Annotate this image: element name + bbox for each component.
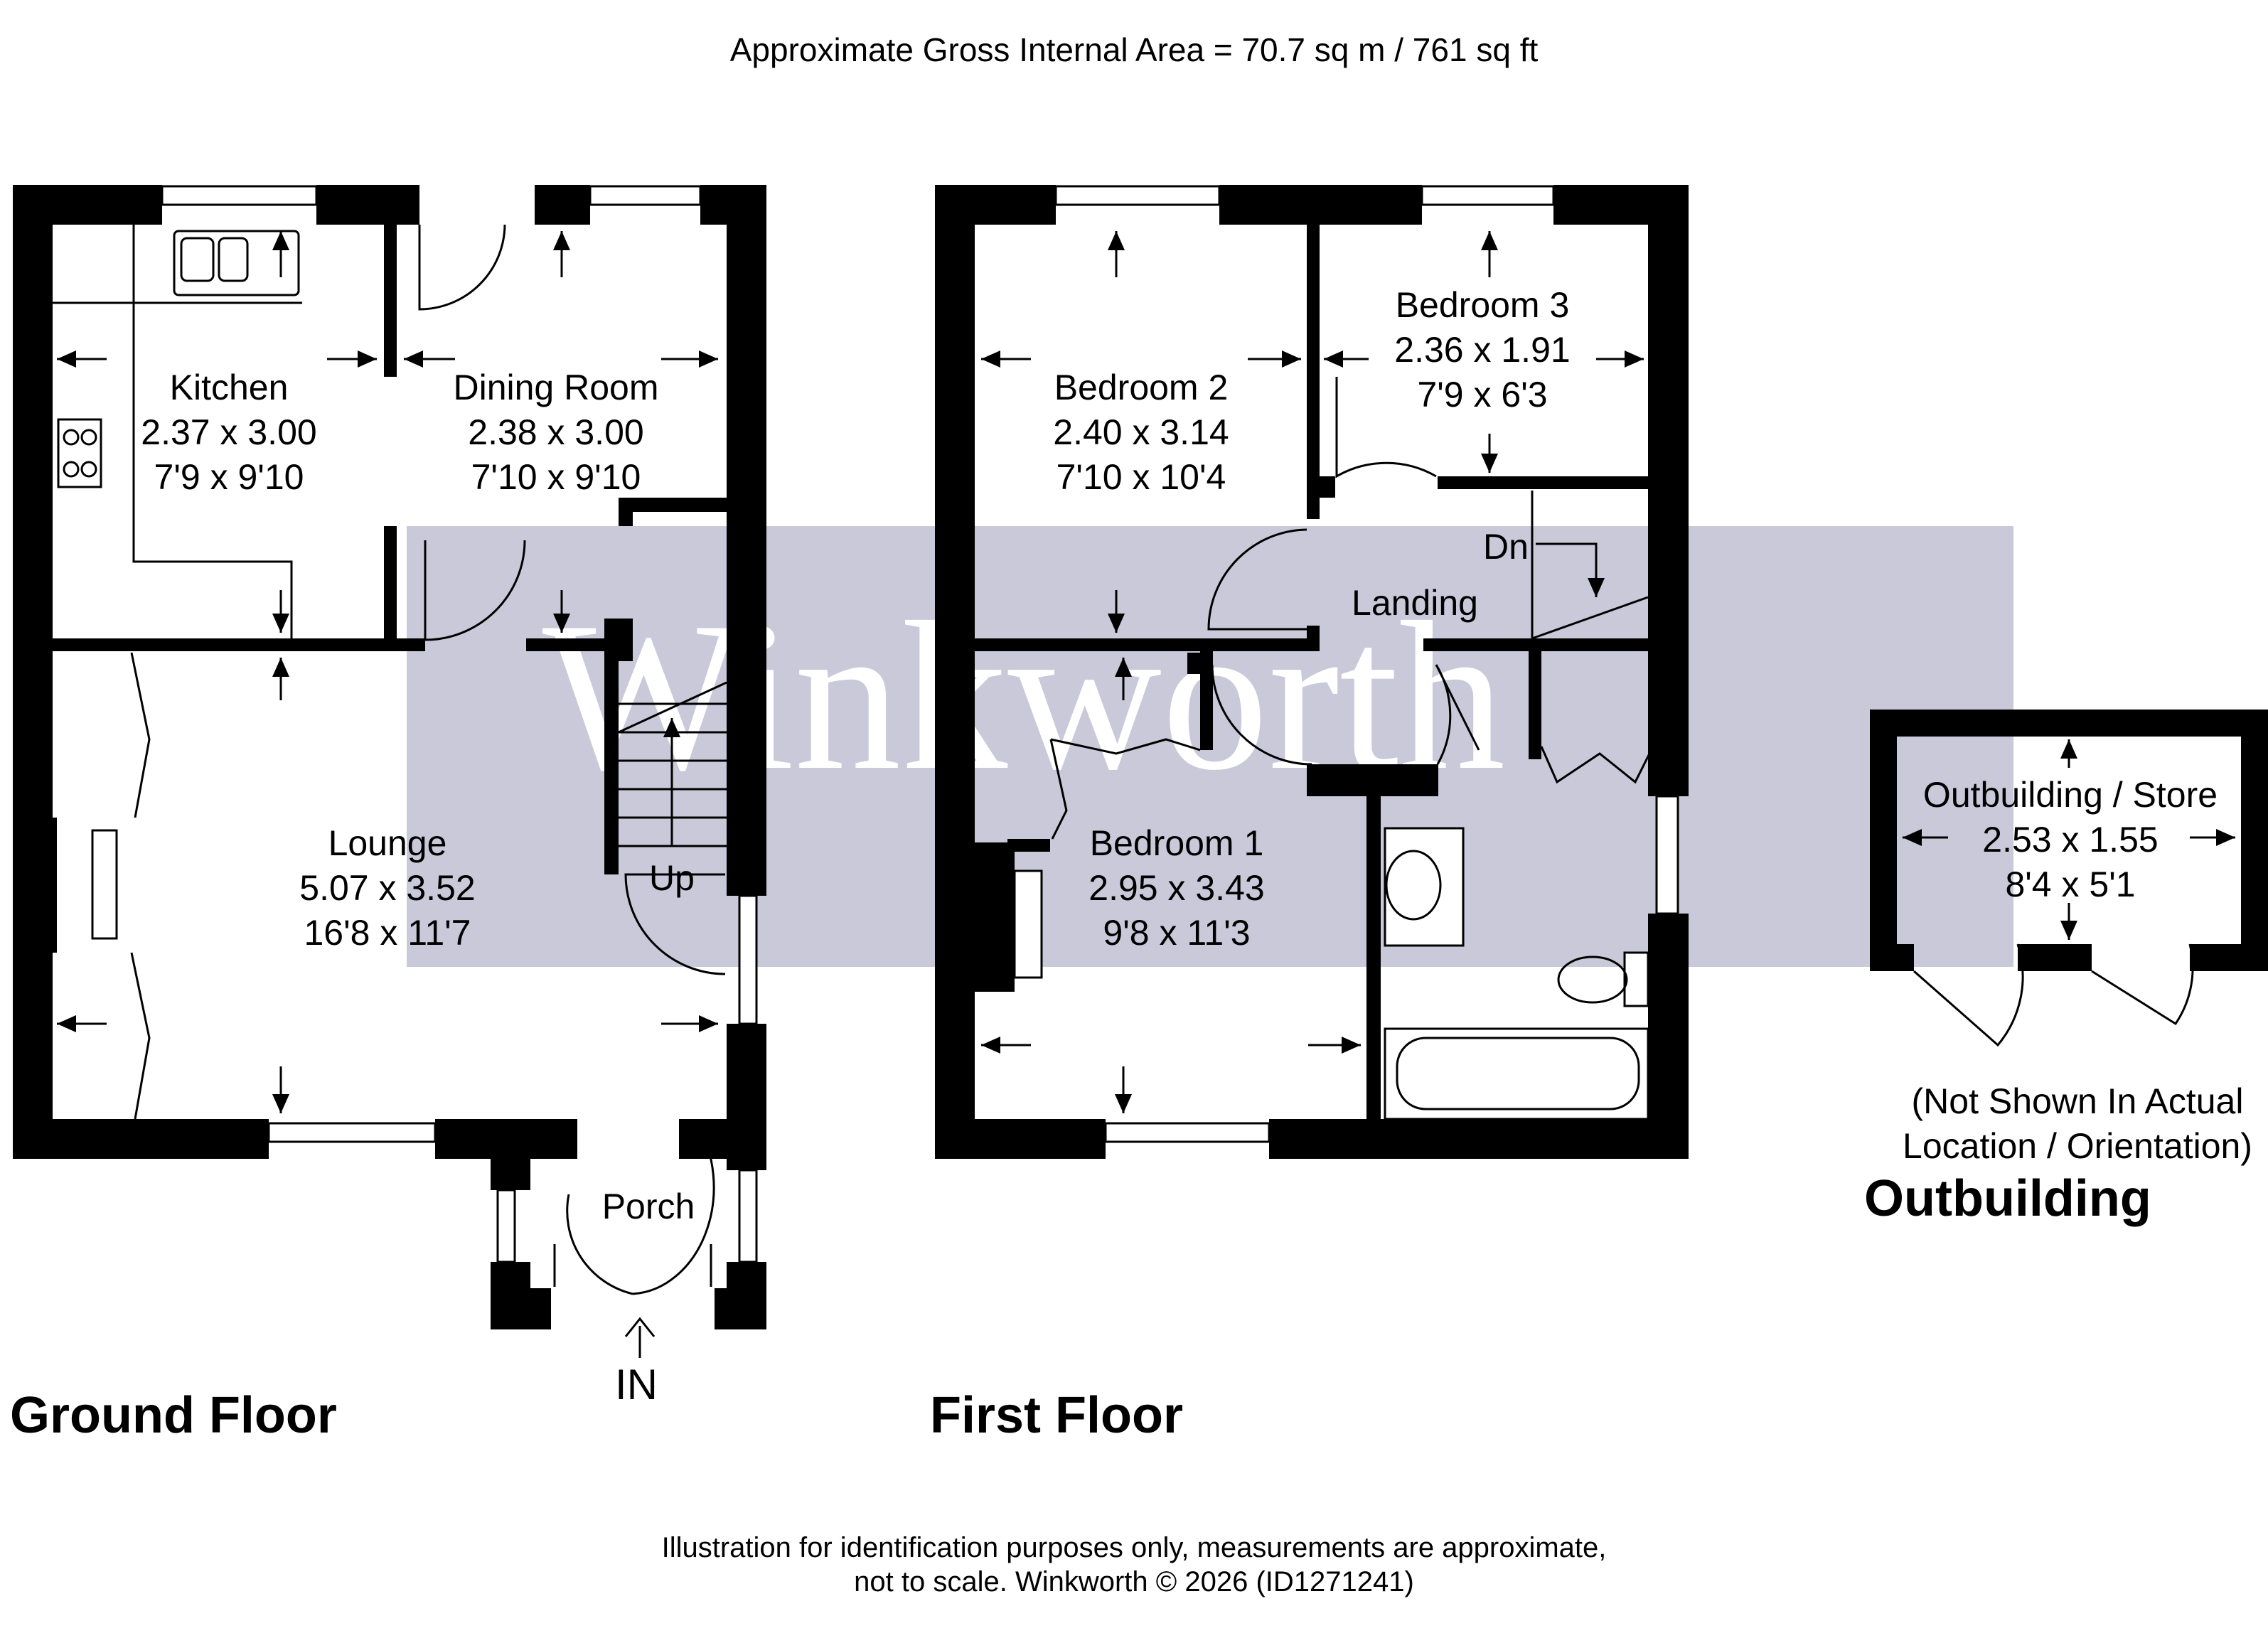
bedroom-3-name: Bedroom 3: [1396, 285, 1570, 325]
lounge-imperial: 16'8 x 11'7: [304, 913, 471, 953]
stairs-up-label: Up: [649, 858, 695, 898]
bedroom-1-imperial: 9'8 x 11'3: [1103, 913, 1250, 953]
lounge-metric: 5.07 x 3.52: [299, 868, 475, 908]
bedroom-3-metric: 2.36 x 1.91: [1394, 330, 1570, 370]
ground-floor-title: Ground Floor: [10, 1387, 337, 1444]
dining-room-imperial: 7'10 x 9'10: [471, 457, 641, 497]
outbuilding-store-name: Outbuilding / Store: [1923, 775, 2218, 815]
ground-floor: [13, 185, 766, 1358]
entrance-label: IN: [615, 1361, 658, 1408]
outbuilding-note-line1: (Not Shown In Actual: [1912, 1081, 2244, 1121]
bedroom-1-name: Bedroom 1: [1090, 823, 1264, 863]
outbuilding-store-imperial: 8'4 x 5'1: [2005, 864, 2135, 904]
bedroom-2-imperial: 7'10 x 10'4: [1057, 457, 1226, 497]
bedroom-2-metric: 2.40 x 3.14: [1053, 412, 1229, 452]
dining-room-metric: 2.38 x 3.00: [468, 412, 643, 452]
first-floor: [935, 185, 1689, 1159]
landing-name: Landing: [1352, 583, 1478, 623]
bedroom-1-metric: 2.95 x 3.43: [1088, 868, 1264, 908]
outbuilding-store-metric: 2.53 x 1.55: [1982, 820, 2158, 860]
outbuilding-note-line2: Location / Orientation): [1903, 1126, 2252, 1166]
gross-area-text: Approximate Gross Internal Area = 70.7 s…: [730, 31, 1539, 68]
stairs-down-label: Dn: [1483, 527, 1529, 567]
porch-name: Porch: [602, 1187, 695, 1226]
bedroom-3-imperial: 7'9 x 6'3: [1417, 375, 1547, 414]
footer-disclaimer-line1: Illustration for identification purposes…: [662, 1532, 1607, 1563]
bedroom-2-name: Bedroom 2: [1054, 368, 1229, 407]
footer-disclaimer-line2: not to scale. Winkworth © 2026 (ID127124…: [854, 1566, 1414, 1597]
first-floor-title: First Floor: [930, 1387, 1183, 1444]
lounge-name: Lounge: [328, 823, 447, 863]
kitchen-name: Kitchen: [170, 368, 289, 407]
outbuilding: [1870, 710, 2268, 1047]
dining-room-name: Dining Room: [453, 368, 658, 407]
kitchen-metric: 2.37 x 3.00: [141, 412, 316, 452]
kitchen-imperial: 7'9 x 9'10: [154, 457, 304, 497]
outbuilding-title: Outbuilding: [1864, 1170, 2151, 1227]
